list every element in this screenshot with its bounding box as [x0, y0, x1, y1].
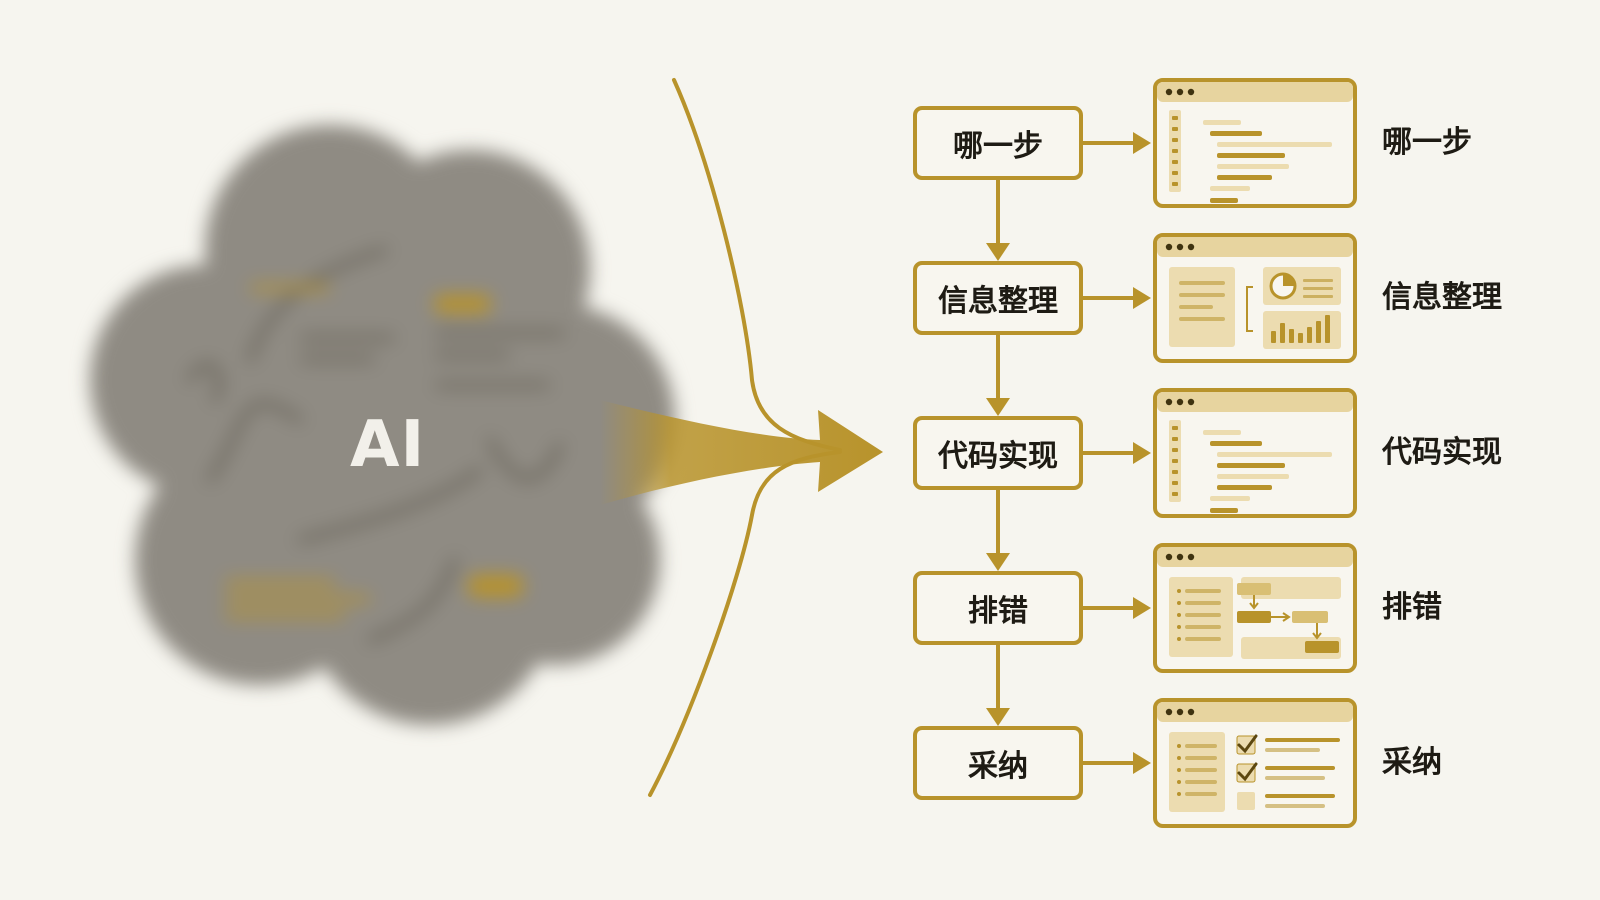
step-box: 信息整理 — [913, 261, 1083, 335]
window-panel-code-editor — [1153, 78, 1357, 208]
panel-label: 代码实现 — [1382, 435, 1502, 470]
step-to-panel-arrow — [1083, 597, 1151, 619]
ai-cloud — [90, 125, 675, 725]
panel-label: 哪一步 — [1382, 125, 1472, 160]
step-label: 哪一步 — [953, 129, 1043, 164]
step-down-arrow — [986, 335, 1010, 416]
step-down-arrow — [986, 180, 1010, 261]
step-down-arrow — [986, 490, 1010, 571]
panel-label: 排错 — [1382, 590, 1442, 625]
beam-arrow — [600, 400, 883, 505]
step-to-panel-arrow — [1083, 442, 1151, 464]
step-label: 采纳 — [968, 749, 1028, 784]
window-panel-checklist — [1153, 698, 1357, 828]
panel-label: 采纳 — [1382, 745, 1442, 780]
funnel-curve-top — [672, 78, 842, 452]
step-label: 信息整理 — [938, 284, 1058, 319]
step-to-panel-arrow — [1083, 132, 1151, 154]
step-box: 哪一步 — [913, 106, 1083, 180]
window-panel-dashboard — [1153, 233, 1357, 363]
step-to-panel-arrow — [1083, 287, 1151, 309]
step-box: 代码实现 — [913, 416, 1083, 490]
window-panel-flowchart — [1153, 543, 1357, 673]
step-down-arrow — [986, 645, 1010, 726]
panel-label: 信息整理 — [1382, 280, 1502, 315]
window-panel-code-editor — [1153, 388, 1357, 518]
funnel-curve-bottom — [648, 450, 842, 797]
step-label: 代码实现 — [938, 439, 1058, 474]
step-label: 排错 — [968, 594, 1028, 629]
ai-label: AI — [350, 408, 426, 482]
step-to-panel-arrow — [1083, 752, 1151, 774]
step-box: 排错 — [913, 571, 1083, 645]
panels — [1153, 78, 1357, 828]
step-box: 采纳 — [913, 726, 1083, 800]
connectors — [986, 132, 1151, 774]
